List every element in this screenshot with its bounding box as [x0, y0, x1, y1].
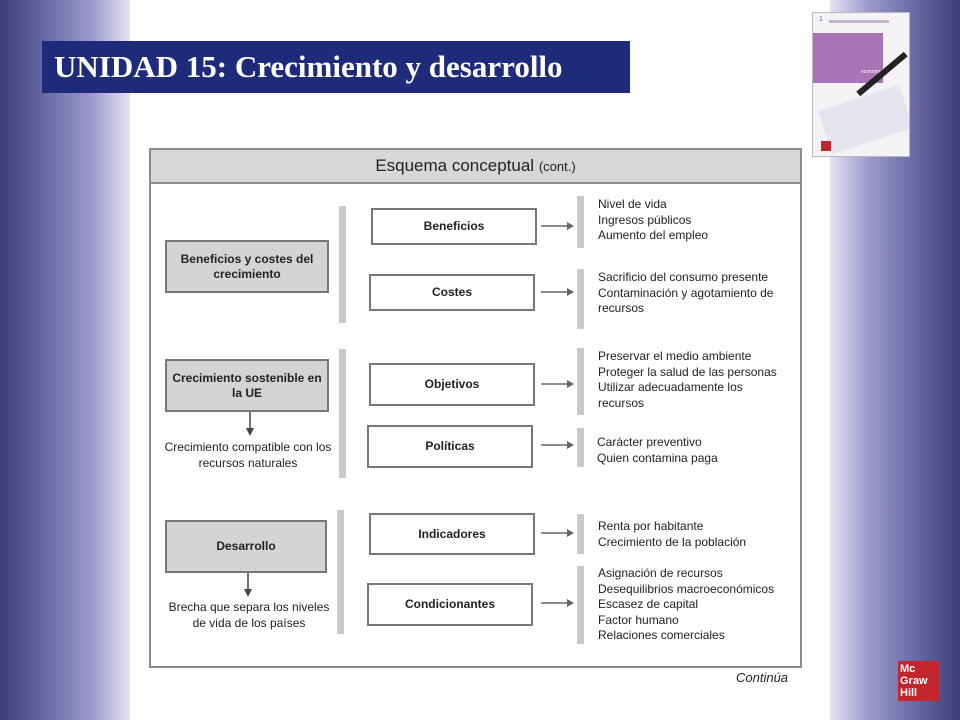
scheme-title: Esquema conceptual: [375, 156, 535, 175]
list-item: Preservar el medio ambiente: [598, 349, 752, 363]
arrow-down-icon: [246, 412, 254, 436]
list-bar: [577, 348, 584, 415]
left-gradient-border: [0, 0, 130, 720]
branch-box-condicionantes: Condicionantes: [367, 583, 533, 626]
list-bar: [577, 196, 584, 248]
list-item: Sacrificio del consumo presente: [598, 270, 769, 284]
list-item: Renta por habitante: [598, 519, 704, 533]
list-item: recursos: [598, 395, 645, 410]
group-divider: [337, 510, 344, 634]
main-box-crecimiento-sostenible: Crecimiento sostenible en la UE: [165, 359, 329, 412]
arrow-right-icon: [541, 441, 574, 449]
list-bar: [577, 428, 584, 467]
branch-box-beneficios: Beneficios: [371, 208, 537, 245]
list-item: Relaciones comerciales: [598, 628, 725, 642]
list-item: Desequilibrios macroeconómicos: [598, 581, 775, 596]
arrow-right-icon: [541, 222, 574, 230]
items-costes: Sacrificio del consumo presente Contamin…: [598, 270, 773, 317]
arrow-right-icon: [541, 599, 574, 607]
note-brecha: Brecha que separa los niveles de vida de…: [168, 600, 330, 630]
book-cover-thumbnail: 1 economía: [812, 12, 910, 157]
arrow-down-icon: [244, 573, 252, 597]
list-item: Aumento del empleo: [598, 228, 709, 242]
mcgraw-hill-logo: Mc Graw Hill: [898, 661, 940, 701]
logo-line-1: Mc: [900, 663, 916, 675]
main-box-desarrollo: Desarrollo: [165, 520, 327, 573]
logo-line-2: Graw: [900, 675, 928, 687]
list-item: Carácter preventivo: [597, 435, 702, 449]
group-divider: [339, 349, 346, 478]
note-crecimiento-compatible: Crecimiento compatible con los recursos …: [164, 440, 332, 470]
items-beneficios: Nivel de vida Ingresos públicos Aumento …: [598, 197, 708, 244]
main-box-beneficios-costes: Beneficios y costes del crecimiento: [165, 240, 329, 293]
list-bar: [577, 566, 584, 644]
list-item: recursos: [598, 301, 645, 315]
list-item: Crecimiento de la población: [598, 534, 747, 549]
arrow-right-icon: [541, 288, 574, 296]
branch-box-politicas: Políticas: [367, 425, 533, 468]
list-item: Utilizar adecuadamente los: [598, 380, 743, 394]
scheme-header: Esquema conceptual (cont.): [151, 150, 800, 184]
list-item: Asignación de recursos: [598, 566, 723, 580]
branch-box-costes: Costes: [369, 274, 535, 311]
items-indicadores: Renta por habitante Crecimiento de la po…: [598, 519, 746, 550]
continua-label: Continúa: [736, 670, 789, 685]
list-bar: [577, 269, 584, 329]
list-item: Contaminación y agotamiento de: [598, 285, 774, 300]
unit-title: UNIDAD 15: Crecimiento y desarrollo: [42, 41, 630, 93]
arrow-right-icon: [541, 529, 574, 537]
list-item: Quien contamina paga: [597, 450, 718, 465]
list-bar: [577, 514, 584, 554]
scheme-title-suffix: (cont.): [538, 159, 576, 174]
items-objetivos: Preservar el medio ambiente Proteger la …: [598, 349, 777, 411]
group-divider: [339, 206, 346, 323]
list-item: Proteger la salud de las personas: [598, 364, 777, 379]
list-item: Ingresos públicos: [598, 212, 692, 227]
list-item: Escasez de capital: [598, 597, 699, 611]
logo-line-3: Hill: [900, 687, 918, 699]
list-item: Nivel de vida: [598, 197, 667, 211]
items-condicionantes: Asignación de recursos Desequilibrios ma…: [598, 566, 774, 644]
list-item: Factor humano: [598, 612, 679, 627]
branch-box-indicadores: Indicadores: [369, 513, 535, 555]
arrow-right-icon: [541, 380, 574, 388]
branch-box-objetivos: Objetivos: [369, 363, 535, 406]
items-politicas: Carácter preventivo Quien contamina paga: [597, 435, 718, 466]
